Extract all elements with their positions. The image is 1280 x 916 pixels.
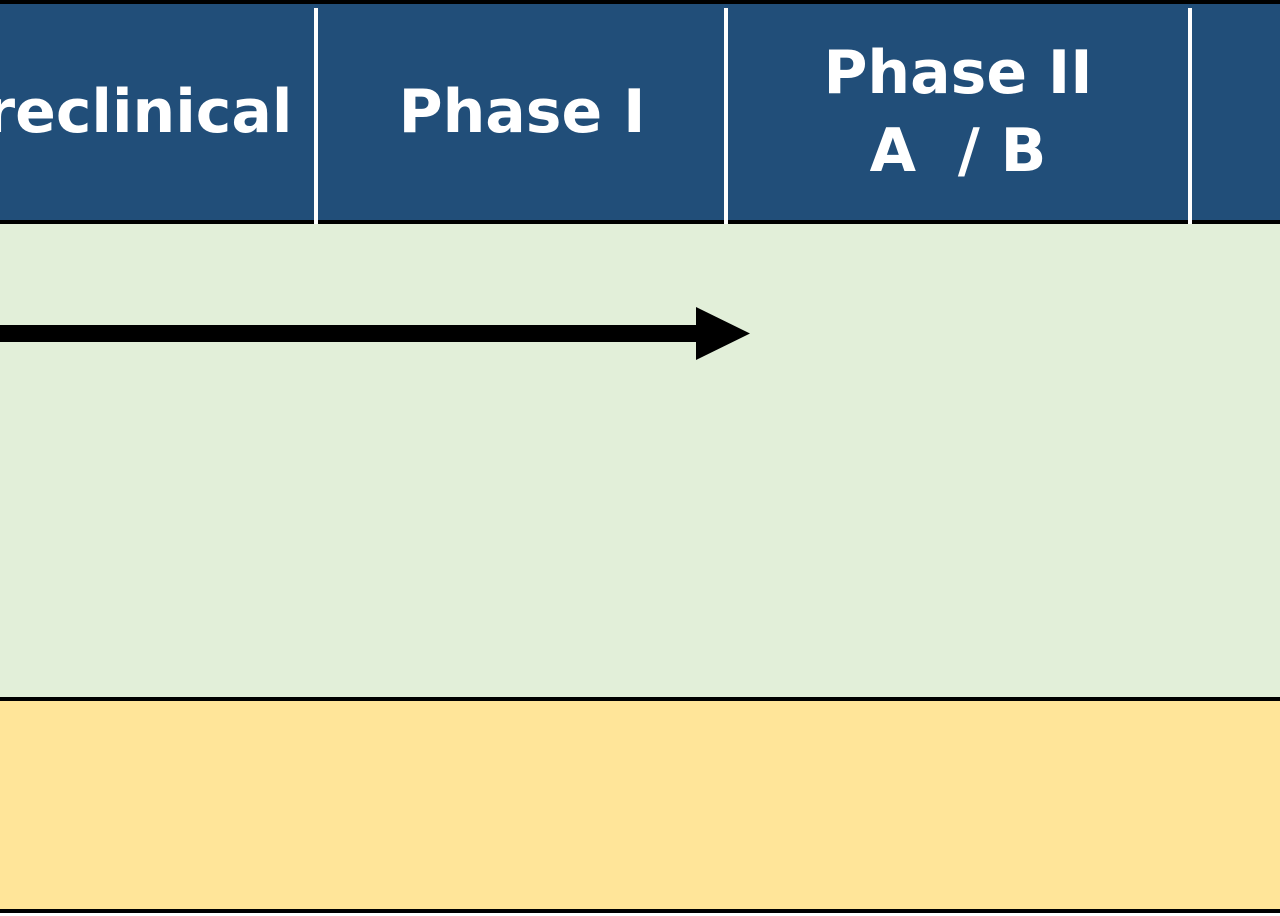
phase-divider [724, 8, 728, 224]
phase-divider [314, 8, 318, 224]
pipeline-row-yellow [0, 701, 1280, 909]
phase-header-row: Preclinical Phase I Phase II A / B [0, 0, 1280, 224]
phase-header-preclinical: Preclinical [0, 4, 314, 220]
phase-label-phase-2: Phase II [823, 38, 1093, 108]
progress-arrow [0, 307, 750, 360]
arrow-shaft [0, 325, 700, 342]
phase-header-next [1192, 4, 1280, 220]
phase-divider [1188, 8, 1192, 224]
phase-label-phase-2-subtypes: A / B [869, 116, 1047, 186]
phase-label-preclinical: Preclinical [0, 77, 293, 147]
phase-header-phase-2: Phase II A / B [728, 4, 1188, 220]
arrow-head [696, 307, 750, 360]
bottom-border [0, 909, 1280, 913]
row-separator [0, 697, 1280, 701]
phase-header-phase-1: Phase I [318, 4, 726, 220]
phase-label-phase-1: Phase I [398, 77, 646, 147]
pipeline-row-green [0, 224, 1280, 698]
